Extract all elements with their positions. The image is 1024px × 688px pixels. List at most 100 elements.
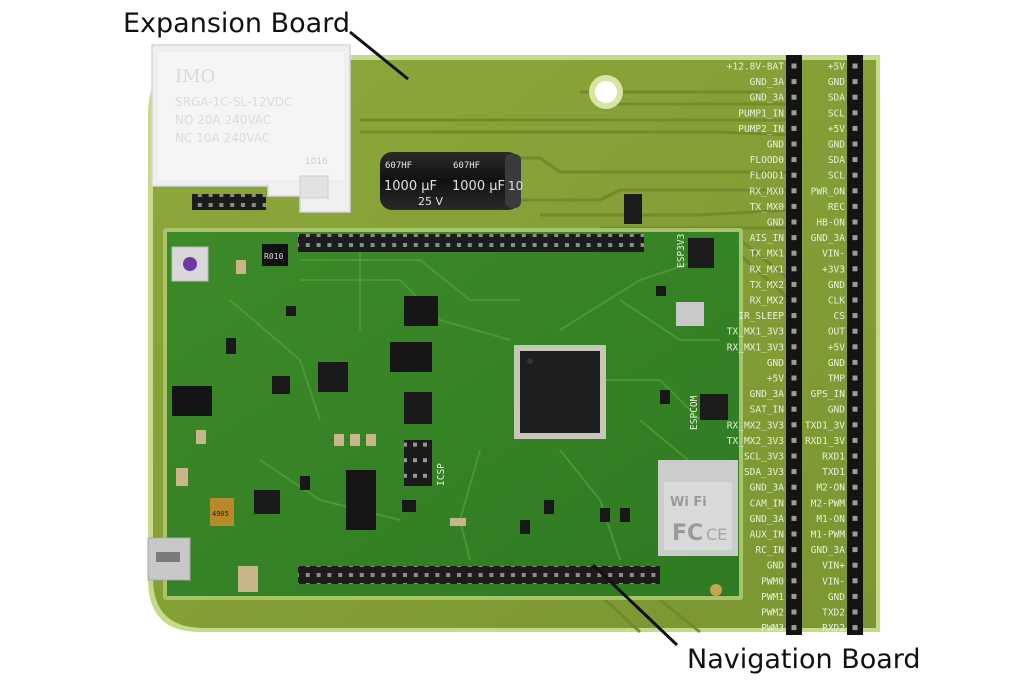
capacitor-extra: 10 [508,179,523,193]
relay-rating2: NC 10A 240VAC [175,131,270,145]
pin-label-right: SDA [828,93,845,104]
header-pin [791,281,797,287]
ic-small [254,490,280,514]
header-pin [791,531,797,537]
header-pin [791,172,797,178]
header-pin [852,406,858,412]
esp3v3-header [688,238,714,268]
pin-label-right: GND [828,592,845,603]
pin-label-left: RX_MX2_3V3 [727,420,784,431]
relay: IMO SRGA-1C-SL-12VDC NO 20A 240VAC NC 10… [151,44,351,213]
relay-model: SRGA-1C-SL-12VDC [175,95,292,109]
header-pin [852,297,858,303]
espcom-header [700,394,728,420]
tactile-switch [676,302,704,326]
pin-label-left: RC_IN [755,545,784,556]
pin-label-left: TX_MX2 [750,280,784,291]
navigation-board-label: Navigation Board [687,644,921,675]
header-pin [852,328,858,334]
header-pin [791,484,797,490]
resistor-label: R010 [264,252,283,261]
relay-rating1: NO 20A 240VAC [175,113,271,127]
pin-label-right: HB-ON [816,218,845,229]
ic-driver [404,392,432,424]
leader-line-expansion [349,30,409,81]
header-pin [852,375,858,381]
header-pin [791,250,797,256]
wifi-fc-mark: FC [672,521,703,546]
pin-label-right: RXD1_3V [805,436,845,447]
pin-label-left: GND [767,140,784,151]
header-pin [791,219,797,225]
header-pin [852,172,858,178]
header-pin [791,110,797,116]
header-pins [791,63,858,631]
shunt-resistor [262,244,288,266]
ic-regulator [390,342,432,372]
pin-label-right: M2-PWM [811,498,846,509]
header-pin [852,344,858,350]
pin-label-right: TXD1_3V [805,420,845,431]
pin-label-right: GND [828,280,845,291]
header-pin [791,562,797,568]
pin-label-left: CAM_IN [750,498,785,509]
header-pin [791,344,797,350]
capacitor-voltage: 25 V [418,195,443,208]
icsp-header [404,440,432,486]
pin-label-left: FLOOD1 [750,171,785,182]
header-pin [791,359,797,365]
espcom-label: ESPCOM [689,395,700,430]
relay-pin-header [192,194,266,210]
capacitor-value: 1000 µF [384,179,437,194]
header-pin [852,266,858,272]
wifi-module: Wi Fi FC CE [658,460,738,556]
header-pin [852,188,858,194]
header-pin [852,125,858,131]
pin-label-left: GND_3A [750,483,785,494]
pin-label-left: PWM1 [761,592,784,603]
header-pin [852,469,858,475]
nav-bottom-header [298,566,660,584]
pin-label-right: +5V [828,342,845,353]
header-pin [852,391,858,397]
pin-label-right: GND [828,358,845,369]
pin-label-right: GND [828,77,845,88]
ic-eeprom [404,296,438,326]
pin-label-left: PWM2 [761,608,784,619]
pin-label-left: PWM3 [761,623,784,634]
pin-label-right: PWR_ON [811,186,846,197]
pin-label-right: +5V [828,62,845,73]
header-pin [852,453,858,459]
header-pin [791,625,797,631]
pin-label-left: SCL_3V3 [744,452,784,463]
header-pin [791,500,797,506]
pin-label-left: PUMP2_IN [738,124,784,135]
pin-label-right: SCL [828,171,845,182]
pin-label-right: GPS_IN [811,389,846,400]
pin-label-right: TXD1 [822,467,845,478]
ic-soic [346,470,376,530]
header-pin [852,531,858,537]
pin-label-right: REC [828,202,845,213]
wifi-label: Wi Fi [670,495,707,510]
reset-button-cap [183,257,197,271]
pin-label-left: RX_MX0 [750,186,785,197]
pin-label-left: TX_MX1_3V3 [727,327,784,338]
pin-label-left: GND [767,561,784,572]
pin-label-left: RX_MX1 [750,264,785,275]
header-pin [791,547,797,553]
header-pin [791,235,797,241]
pin-label-left: TX_MX1 [750,249,785,260]
pin-label-left: GND_3A [750,389,785,400]
pin-label-left: AIS_IN [750,233,785,244]
header-pin [852,313,858,319]
header-pin [852,609,858,615]
pin-label-left: PUMP1_IN [738,108,784,119]
relay-code: 1016 [305,157,328,167]
header-pin [852,359,858,365]
relay-brand: IMO [175,66,215,87]
leader-line-navigation [591,563,679,647]
ic-sensor [318,362,348,392]
pin-label-right: M2-ON [816,483,845,494]
electrolytic-capacitor: 607HF 607HF 1000 µF 1000 µF 10 25 V [380,152,523,210]
